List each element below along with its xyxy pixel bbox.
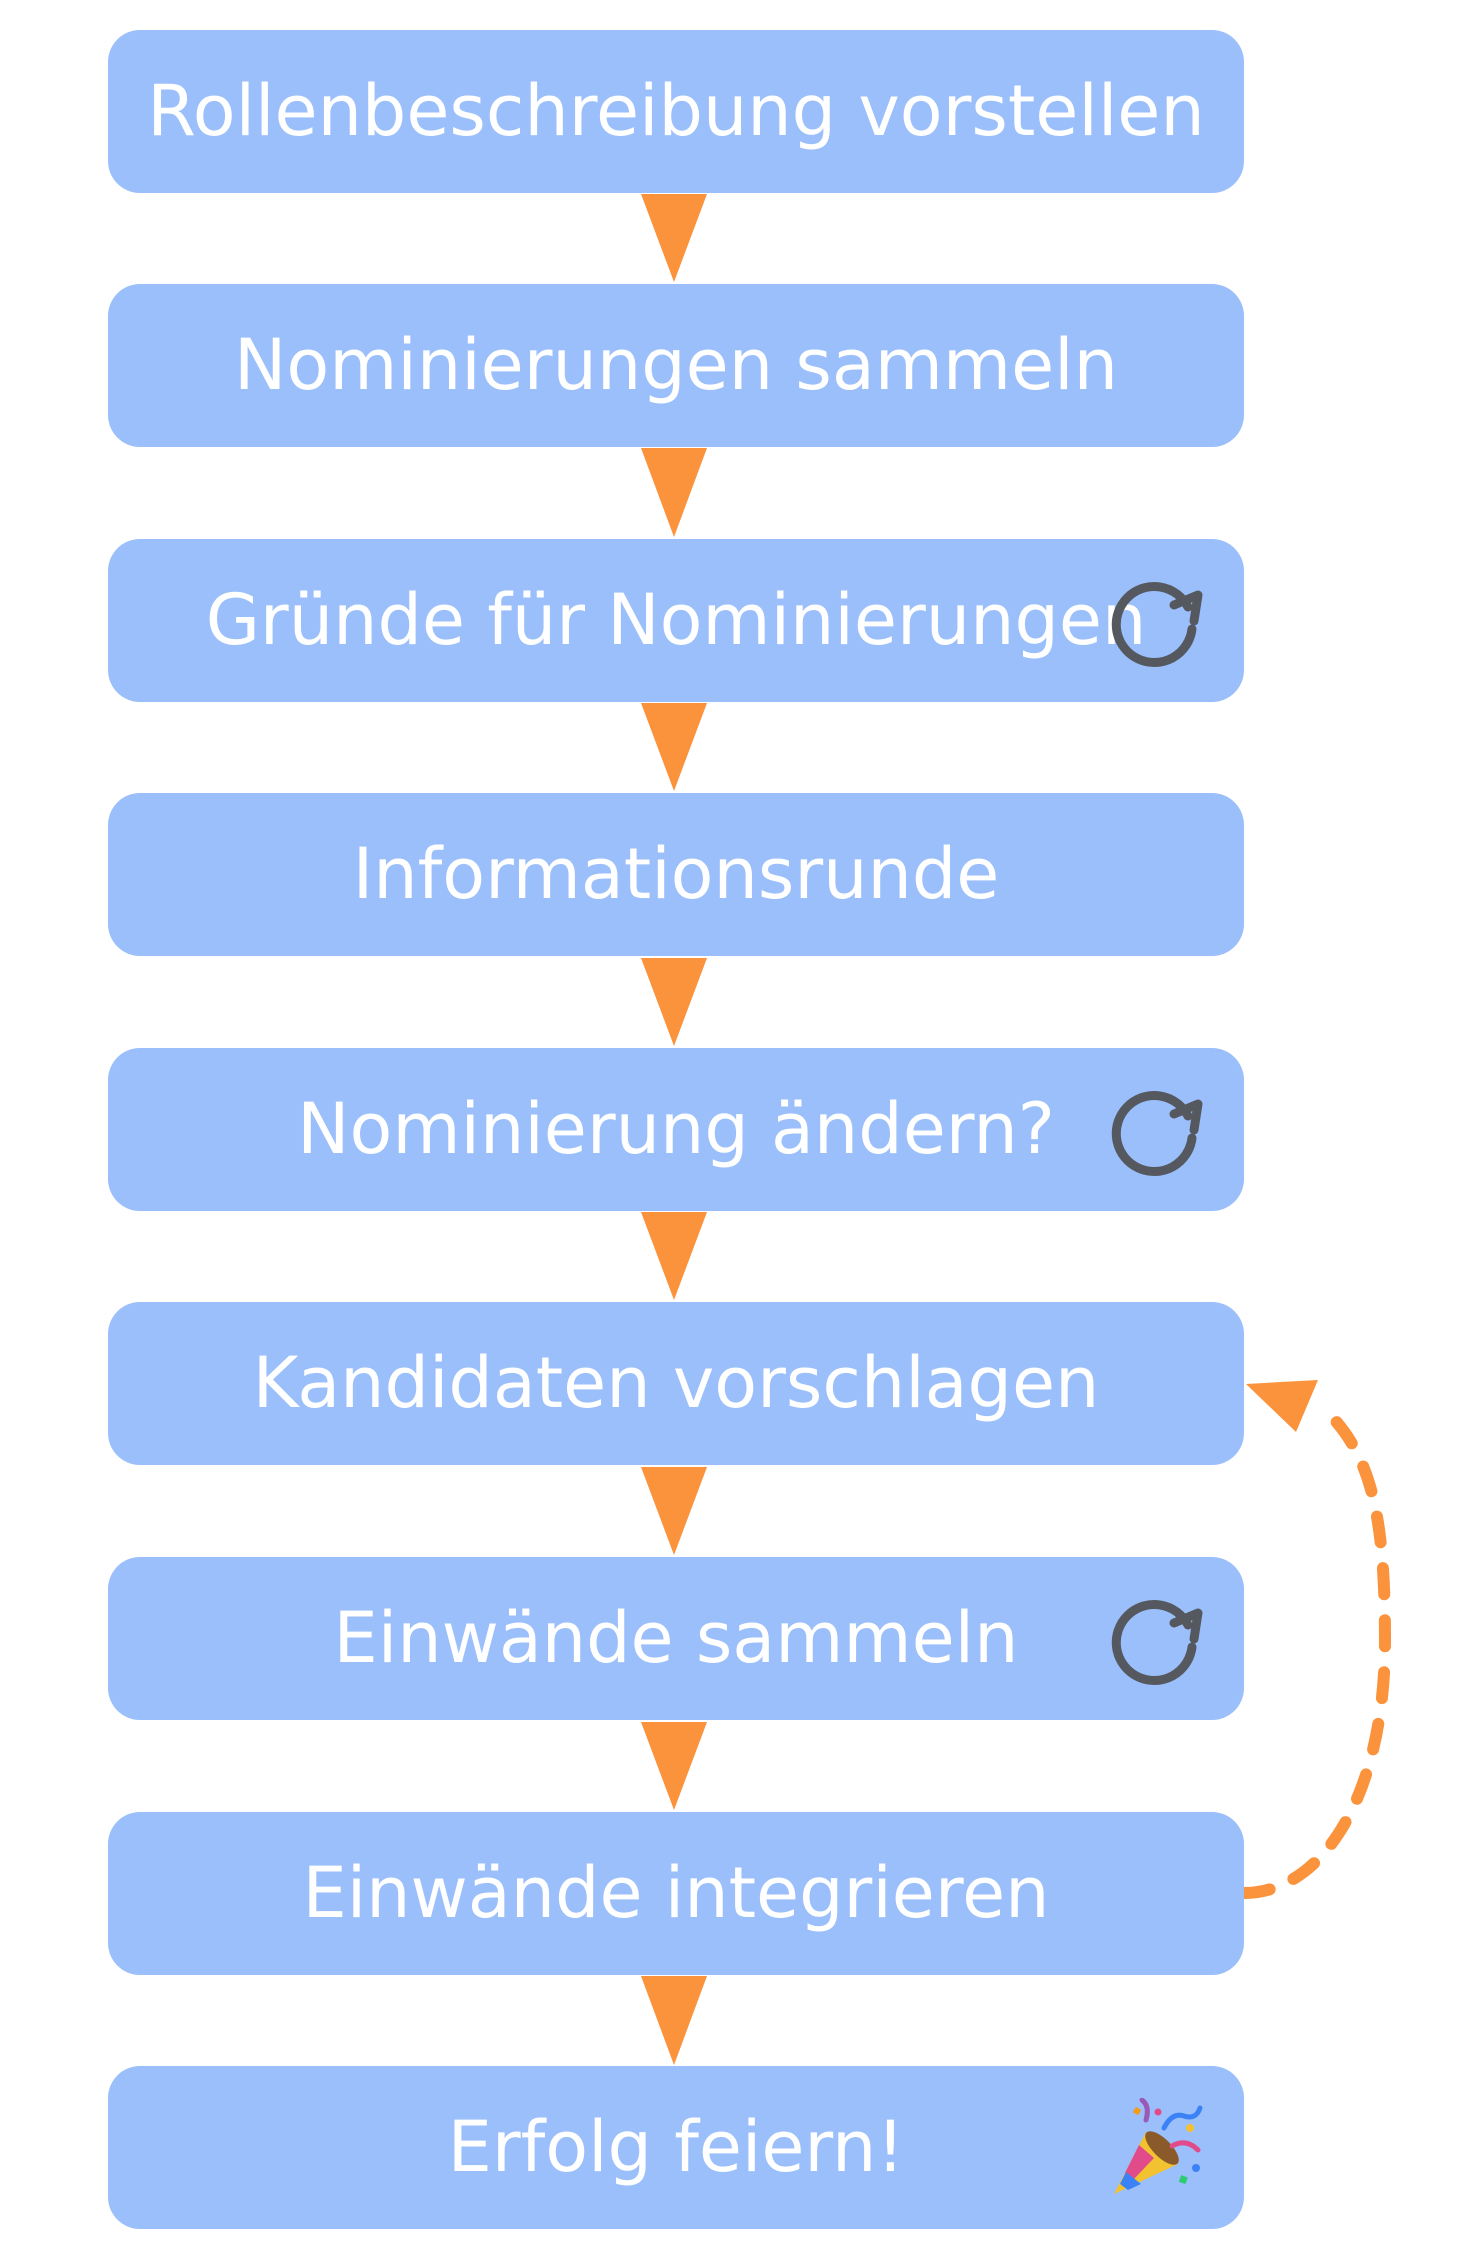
step-box: Einwände sammeln (108, 1557, 1244, 1720)
flow-arrow (641, 1976, 707, 2065)
step-box: Erfolg feiern! (108, 2066, 1244, 2229)
step-box: Rollenbeschreibung vorstellen (108, 30, 1244, 193)
cycle-icon (1106, 571, 1206, 671)
step-label: Nominierungen sammeln (234, 324, 1118, 406)
flow-arrow (641, 703, 707, 791)
flow-arrow (641, 958, 707, 1046)
cycle-icon (1106, 1589, 1206, 1689)
cycle-icon (1106, 1080, 1206, 1180)
flow-arrow (641, 1212, 707, 1300)
step-label: Nominierung ändern? (297, 1088, 1055, 1170)
step-label: Gründe für Nominierungen (205, 579, 1147, 661)
step-box: Kandidaten vorschlagen (108, 1302, 1244, 1465)
step-box: Informationsrunde (108, 793, 1244, 956)
step-box: Nominierungen sammeln (108, 284, 1244, 447)
step-box: Nominierung ändern? (108, 1048, 1244, 1211)
flow-arrow (641, 1467, 707, 1555)
step-label: Einwände sammeln (333, 1597, 1019, 1679)
flow-arrow (641, 1722, 707, 1810)
step-label: Erfolg feiern! (447, 2106, 905, 2188)
step-label: Einwände integrieren (302, 1852, 1050, 1934)
step-label: Kandidaten vorschlagen (252, 1342, 1100, 1424)
step-box: Gründe für Nominierungen (108, 539, 1244, 702)
party-popper-icon (1106, 2098, 1206, 2198)
step-label: Rollenbeschreibung vorstellen (147, 70, 1205, 152)
loop-arrow-head (1246, 1380, 1318, 1432)
step-label: Informationsrunde (352, 833, 1000, 915)
step-box: Einwände integrieren (108, 1812, 1244, 1975)
flow-arrow (641, 194, 707, 282)
loop-back-arrow (1238, 1399, 1392, 1899)
flow-arrow (641, 448, 707, 537)
